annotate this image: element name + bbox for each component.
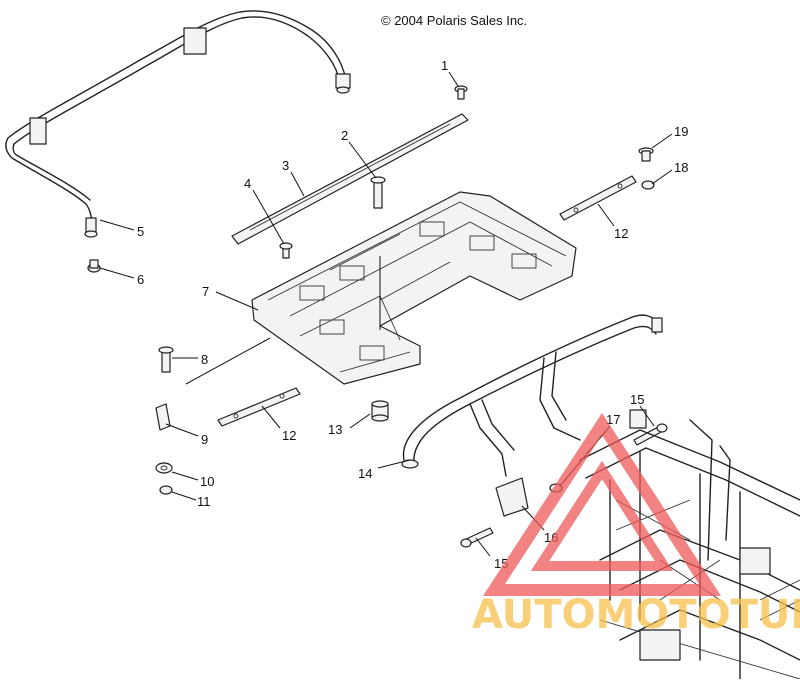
callout-18: 18 bbox=[674, 160, 688, 175]
callout-14: 14 bbox=[358, 466, 372, 481]
callout-8: 8 bbox=[201, 352, 208, 367]
watermark: AUTOMOTOTUBE bbox=[472, 412, 800, 638]
leader-lines bbox=[99, 71, 673, 557]
nut-11 bbox=[159, 485, 173, 495]
callout-13: 13 bbox=[328, 422, 342, 437]
warning-triangle-logo-inner bbox=[530, 460, 674, 571]
clip-9 bbox=[155, 403, 171, 431]
bolt-4 bbox=[279, 242, 293, 259]
callout-17: 17 bbox=[606, 412, 620, 427]
warning-triangle-logo bbox=[482, 412, 722, 596]
pin-2 bbox=[370, 176, 386, 209]
bracket-12-lower bbox=[217, 387, 301, 427]
bushing-13 bbox=[371, 400, 389, 422]
upper-rack-tube bbox=[5, 10, 351, 238]
lower-rack-tube bbox=[401, 314, 663, 477]
callout-12-lower: 12 bbox=[282, 428, 296, 443]
callout-10: 10 bbox=[200, 474, 214, 489]
callout-labels: 1 2 3 4 5 6 7 8 9 10 11 12 12 13 14 15 1… bbox=[137, 58, 688, 571]
watermark-text: AUTOMOTOTUBE bbox=[472, 592, 800, 638]
callout-11: 11 bbox=[197, 494, 211, 509]
callout-4: 4 bbox=[244, 176, 251, 191]
callout-12-upper: 12 bbox=[614, 226, 628, 241]
vehicle-frame bbox=[579, 409, 800, 680]
bolt-15-lower bbox=[460, 527, 494, 548]
copyright-text: © 2004 Polaris Sales Inc. bbox=[381, 13, 527, 28]
strip-3 bbox=[231, 113, 469, 245]
bracket-12-upper bbox=[559, 175, 637, 221]
pin-8 bbox=[158, 346, 174, 373]
rivet-1 bbox=[454, 85, 468, 100]
rack-tray bbox=[251, 191, 577, 385]
bolt-15-upper bbox=[633, 423, 668, 446]
fastener-6 bbox=[87, 259, 101, 273]
callout-2: 2 bbox=[341, 128, 348, 143]
callout-19: 19 bbox=[674, 124, 688, 139]
washer-10 bbox=[155, 462, 173, 474]
bracket-16 bbox=[495, 477, 529, 517]
callout-7: 7 bbox=[202, 284, 209, 299]
callout-15-upper: 15 bbox=[630, 392, 644, 407]
callout-1: 1 bbox=[441, 58, 448, 73]
callout-9: 9 bbox=[201, 432, 208, 447]
callout-6: 6 bbox=[137, 272, 144, 287]
nut-18 bbox=[641, 180, 655, 190]
callout-3: 3 bbox=[282, 158, 289, 173]
fastener-19 bbox=[638, 147, 654, 162]
callout-5: 5 bbox=[137, 224, 144, 239]
